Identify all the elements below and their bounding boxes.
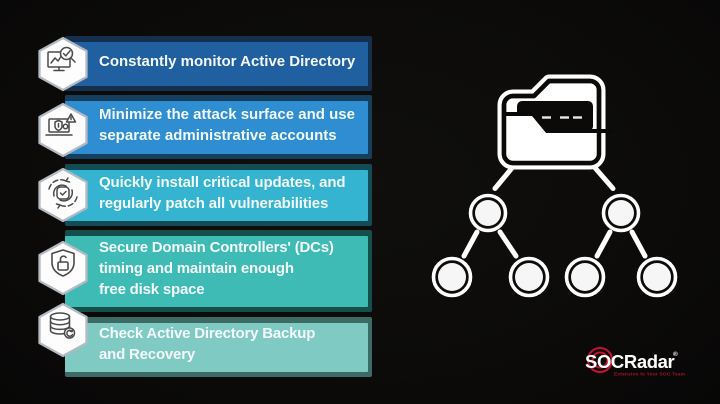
svg-text:SOCRadar: SOCRadar bbox=[585, 351, 675, 372]
svg-text:®: ® bbox=[673, 350, 678, 358]
svg-text:Extension to Your SOC Team: Extension to Your SOC Team bbox=[614, 372, 685, 378]
